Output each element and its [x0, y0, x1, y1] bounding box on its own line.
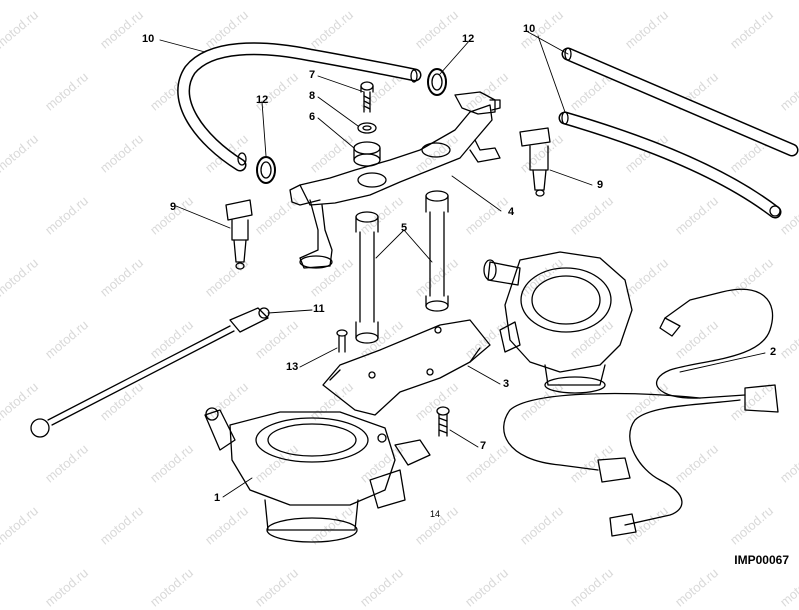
callout-3: 3: [503, 378, 510, 390]
callout-4: 4: [508, 206, 515, 218]
throttle-body-upper: [483, 251, 633, 394]
wiring-harness-2: [503, 288, 779, 537]
callout-7-upper: 7: [309, 69, 316, 81]
callout-10-left: 10: [142, 33, 155, 45]
fuel-rail-4: [289, 91, 501, 269]
hose-10-left: [177, 42, 422, 172]
hose-10-right-upper: [561, 47, 799, 157]
injector-9-left: [225, 199, 253, 270]
callout-13: 13: [286, 361, 299, 373]
leader-lines: [159, 31, 766, 498]
callout-6: 6: [309, 111, 316, 123]
spacer-5-left: [355, 211, 379, 344]
throttle-body-1: [204, 407, 431, 543]
callout-12-right: 12: [462, 33, 475, 45]
hose-10-right-lower: [558, 111, 782, 219]
callout-9-right: 9: [597, 179, 604, 191]
injector-9-right: [519, 127, 551, 197]
callout-7-lower: 7: [480, 440, 487, 452]
callout-8: 8: [309, 90, 316, 102]
linkage-rod-11: [30, 307, 270, 438]
hose-clamp-12-right: [427, 68, 447, 96]
callout-10-right: 10: [523, 23, 536, 35]
bolt-7-upper: [360, 81, 374, 113]
washer-8: [357, 122, 377, 134]
callout-11: 11: [313, 303, 325, 315]
callout-14: 14: [430, 509, 441, 519]
callout-12-left: 12: [256, 94, 269, 106]
bolt-7-lower: [436, 406, 450, 437]
callout-2: 2: [770, 346, 777, 358]
callout-5: 5: [401, 222, 408, 234]
grommet-6: [353, 141, 381, 167]
image-code: IMP00067: [734, 553, 789, 567]
screw-13: [336, 329, 348, 353]
bracket-plate-3: [322, 319, 491, 416]
spacer-5-right: [425, 190, 449, 312]
callout-1: 1: [214, 492, 221, 504]
callout-9-left: 9: [170, 201, 177, 213]
hose-clamp-12-left: [256, 156, 276, 184]
